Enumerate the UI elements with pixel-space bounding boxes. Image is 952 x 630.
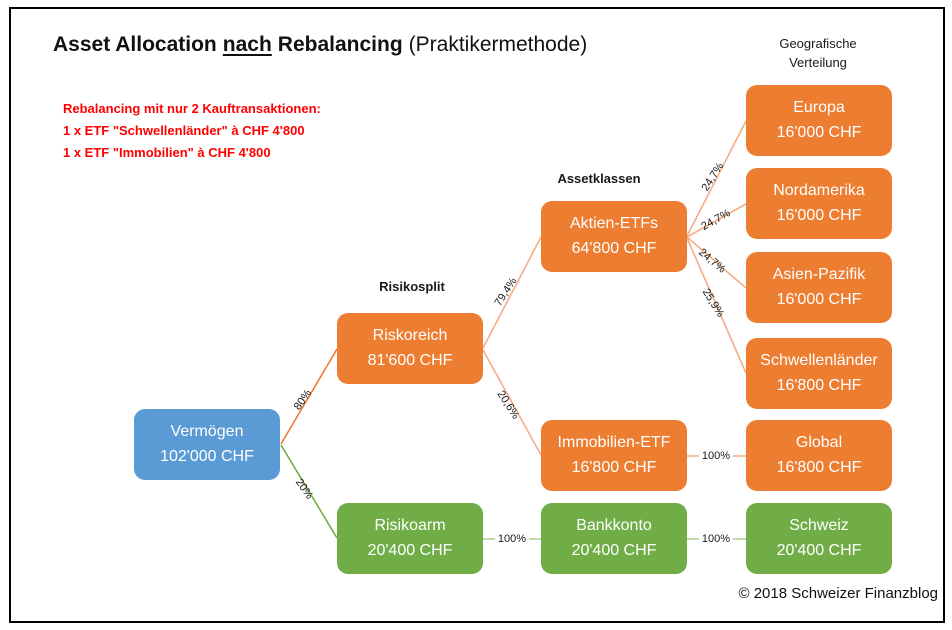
- node-risikoarm-value: 20'400 CHF: [367, 542, 453, 559]
- edge-line-aktien-schwellen: [686, 237, 747, 374]
- note-line-1: Rebalancing mit nur 2 Kauftransaktionen:: [63, 101, 321, 116]
- title-part-3: Rebalancing: [277, 33, 403, 56]
- node-schwellenlaender-label: Schwellenländer: [760, 352, 878, 369]
- title-part-nach-underlined: nach: [222, 33, 272, 56]
- node-riskoreich-label: Riskoreich: [372, 327, 448, 344]
- node-asien-pazifik-value: 16'000 CHF: [776, 291, 862, 308]
- node-vermoegen-value: 102'000 CHF: [160, 448, 254, 465]
- node-nordamerika-value: 16'000 CHF: [776, 207, 862, 224]
- node-vermoegen-label: Vermögen: [170, 423, 244, 440]
- geografische-line2: Verteilung: [789, 55, 847, 70]
- title-part-1: Asset Allocation: [53, 33, 217, 56]
- node-europa-label: Europa: [793, 99, 845, 116]
- column-label-geografische-verteilung: Geografische Verteilung: [779, 34, 856, 72]
- node-europa: Europa 16'000 CHF: [746, 85, 892, 156]
- node-riskoreich: Riskoreich 81'600 CHF: [337, 313, 483, 384]
- node-global-label: Global: [795, 434, 843, 451]
- node-aktien-etfs: Aktien-ETFs 64'800 CHF: [541, 201, 687, 272]
- node-immobilien-etf-value: 16'800 CHF: [571, 459, 657, 476]
- node-europa-value: 16'000 CHF: [776, 124, 862, 141]
- node-schwellenlaender-value: 16'800 CHF: [776, 377, 862, 394]
- note-line-3: 1 x ETF "Immobilien" à CHF 4'800: [63, 145, 271, 160]
- node-aktien-etfs-value: 64'800 CHF: [571, 240, 657, 257]
- node-bankkonto-value: 20'400 CHF: [571, 542, 657, 559]
- edge-line-riskoreich-immobilien: [482, 349, 542, 456]
- title-part-subtitle: (Praktikermethode): [408, 33, 588, 56]
- node-bankkonto: Bankkonto 20'400 CHF: [541, 503, 687, 574]
- node-bankkonto-label: Bankkonto: [576, 517, 652, 534]
- edge-line-riskoreich-aktien: [482, 236, 542, 349]
- copyright-footer: © 2018 Schweizer Finanzblog: [738, 585, 939, 602]
- node-riskoreich-value: 81'600 CHF: [367, 352, 453, 369]
- column-label-assetklassen: Assetklassen: [557, 171, 641, 186]
- node-nordamerika: Nordamerika 16'000 CHF: [746, 168, 892, 239]
- outer-border-frame: [9, 7, 945, 623]
- rebalancing-note: Rebalancing mit nur 2 Kauftransaktionen:…: [63, 98, 321, 164]
- note-line-2: 1 x ETF "Schwellenländer" à CHF 4'800: [63, 123, 305, 138]
- edge-line-aktien-asien: [686, 236, 747, 289]
- edge-line-vermoegen-riskoreich: [280, 348, 338, 445]
- node-asien-pazifik-label: Asien-Pazifik: [772, 266, 866, 283]
- edge-line-aktien-europa: [686, 120, 747, 237]
- edge-label-100pct-schweiz: 100%: [698, 533, 734, 545]
- column-label-risikosplit: Risikosplit: [379, 279, 445, 294]
- edge-line-vermoegen-risikoarm: [280, 444, 338, 539]
- node-risikoarm-label: Risikoarm: [374, 517, 446, 534]
- node-immobilien-etf: Immobilien-ETF 16'800 CHF: [541, 420, 687, 491]
- node-risikoarm: Risikoarm 20'400 CHF: [337, 503, 483, 574]
- node-schweiz-value: 20'400 CHF: [776, 542, 862, 559]
- node-immobilien-etf-label: Immobilien-ETF: [557, 434, 671, 451]
- node-vermoegen: Vermögen 102'000 CHF: [134, 409, 280, 480]
- node-aktien-etfs-label: Aktien-ETFs: [569, 215, 658, 232]
- node-schwellenlaender: Schwellenländer 16'800 CHF: [746, 338, 892, 409]
- node-global: Global 16'800 CHF: [746, 420, 892, 491]
- node-schweiz: Schweiz 20'400 CHF: [746, 503, 892, 574]
- node-global-value: 16'800 CHF: [776, 459, 862, 476]
- edge-label-100pct-bankkonto: 100%: [494, 533, 530, 545]
- edge-line-aktien-nordamerika: [686, 203, 747, 238]
- node-schweiz-label: Schweiz: [789, 517, 849, 534]
- node-asien-pazifik: Asien-Pazifik 16'000 CHF: [746, 252, 892, 323]
- node-nordamerika-label: Nordamerika: [773, 182, 865, 199]
- edge-label-100pct-global: 100%: [698, 450, 734, 462]
- geografische-line1: Geografische: [779, 36, 857, 51]
